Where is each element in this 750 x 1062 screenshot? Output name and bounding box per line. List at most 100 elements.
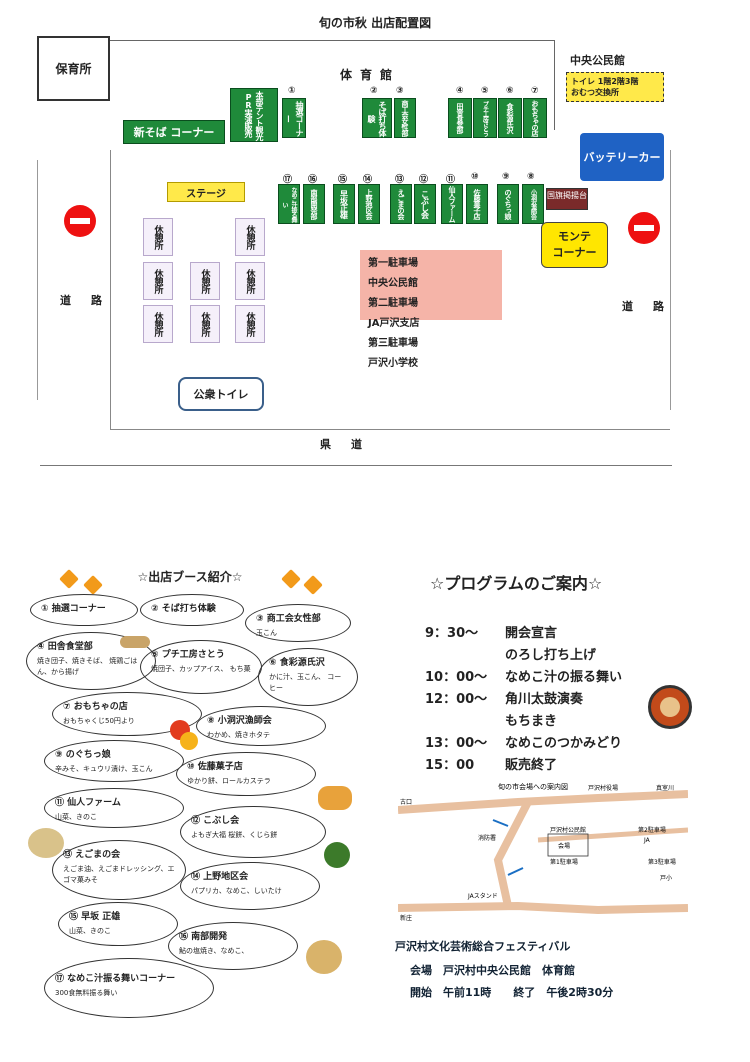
svg-text:真室川: 真室川 — [656, 784, 674, 792]
rest-area: 休憩所 — [143, 218, 173, 256]
guide-venue-box — [547, 833, 589, 857]
booth-bubble: ③ 商工会女性部玉こん — [245, 604, 351, 642]
parking-row: 第二駐車場JA戸沢支店 — [368, 298, 420, 329]
booth-number: ③ — [396, 86, 404, 96]
community-center-label: 中央公民館 — [570, 54, 625, 67]
guide-road — [398, 901, 688, 915]
broccoli-icon — [324, 842, 350, 868]
booth-bubble: ⑫ こぶし会よもぎ大福 桜餅、くじら餅 — [180, 806, 326, 858]
flag-pole-box: 国旗掲揚台 — [546, 188, 588, 210]
program-row: 12：00～角川太鼓演奏 — [425, 692, 584, 707]
booth-8: 小洞沢漁師会 — [522, 184, 544, 224]
booth-bubble: ⑮ 早坂 正雄山菜、きのこ — [58, 902, 178, 946]
svg-text:第2駐車場: 第2駐車場 — [638, 826, 666, 834]
booth-3: 商工会女性部 — [394, 98, 416, 138]
booth-intro-title: ☆出店ブース紹介☆ — [137, 570, 243, 584]
booth-16: 南部開発部 — [303, 184, 325, 224]
svg-text:戸沢村公民館: 戸沢村公民館 — [550, 826, 586, 834]
map-title: 旬の市秋 出店配置図 — [318, 16, 432, 30]
rest-area: 休憩所 — [143, 305, 173, 343]
booth-bubble: ⑪ 仙人ファーム山菜、きのこ — [44, 788, 184, 828]
program-row: 13：00～なめこのつかみどり — [425, 736, 623, 751]
gym-outline — [110, 40, 555, 130]
time-line: 開始 午前11時 終了 午後2時30分 — [410, 986, 614, 999]
booth-bubble: ① 抽選コーナー — [30, 594, 138, 626]
booth-number: ⑨ — [502, 172, 510, 182]
dango-icon — [120, 636, 150, 648]
road-line-left — [37, 160, 38, 400]
booth-bubble: ⑩ 佐藤菓子店ゆかり餅、ロールカステラ — [176, 752, 316, 796]
booth-7: おもちゃの店 — [523, 98, 547, 138]
svg-text:第1駐車場: 第1駐車場 — [550, 858, 578, 866]
svg-text:JAスタンド: JAスタンド — [467, 892, 498, 900]
toilet-line-1: トイレ 1階2階3階 — [571, 77, 639, 86]
booth-number: ⑥ — [506, 86, 514, 96]
paprika-icon — [180, 732, 198, 750]
booth-number: ⑦ — [531, 86, 539, 96]
booth-bubble: ⑨ のぐちっ娘辛みそ、キュウリ漬け、玉こん — [44, 740, 184, 782]
festival-name: 戸沢村文化芸術総合フェスティバル — [395, 940, 571, 953]
no-entry-sign-icon — [64, 205, 96, 237]
booth-9: のぐちっ娘 — [497, 184, 519, 224]
soba-corner: 新そば コーナー — [123, 120, 225, 144]
program-row: のろし打ち上げ — [505, 648, 597, 663]
booth-bubble: ⑥ 食彩源氏沢かに汁、玉こん、 コーヒー — [258, 648, 358, 706]
booth-number: ⑧ — [527, 172, 535, 182]
booth-1: 抽選コーナー — [282, 98, 306, 138]
booth-number: ⑤ — [481, 86, 489, 96]
rest-area: 休憩所 — [235, 262, 265, 300]
toilet-info-box: トイレ 1階2階3階 おむつ交換所 — [566, 72, 664, 102]
guide-map: 旬の市会場への案内図 戸沢村公民館 会場 第1駐車場 第2駐車場 第3駐車場 J… — [398, 780, 688, 925]
no-entry-sign-icon — [628, 212, 660, 244]
rest-area: 休憩所 — [143, 262, 173, 300]
public-toilet: 公衆トイレ — [178, 377, 264, 411]
prefectural-road-label: 県道 — [320, 438, 382, 451]
booth-number: ② — [370, 86, 378, 96]
booth-14: 上野地区会 — [358, 184, 380, 224]
booth-bubble: ⑦ おもちゃの店おもちゃくじ50円より — [52, 692, 202, 736]
mushroom-cluster-icon — [28, 828, 64, 858]
gym-label: 体育館 — [340, 68, 401, 82]
booth-17: なめこ汁振る舞い — [278, 184, 300, 224]
guide-road — [493, 800, 532, 907]
svg-text:新庄: 新庄 — [400, 914, 412, 922]
battery-car-box: バッテリーカー — [580, 133, 664, 181]
booth-5: プチ工房さとう — [473, 98, 497, 138]
program-row: 9：30～開会宣言 — [425, 626, 558, 641]
booth-number: ⑯ — [308, 175, 318, 185]
prefectural-road-line — [40, 465, 672, 466]
booth-4: 田舎食堂部 — [448, 98, 472, 138]
stage-box: ステージ — [167, 182, 245, 202]
headquarters-tent: 本部テント観光PR実演販売 — [230, 88, 278, 142]
nursery-school-box: 保育所 — [37, 36, 110, 101]
arrow-icon — [507, 867, 524, 876]
program-row: 10：00～なめこ汁の振る舞い — [425, 670, 623, 685]
svg-text:消防署: 消防署 — [478, 834, 496, 842]
booth-bubble: ⑭ 上野地区会パプリカ、なめこ、しいたけ — [180, 862, 320, 910]
guide-road — [398, 790, 688, 814]
monte-corner: モンテ コーナー — [541, 222, 608, 268]
mushroom-cluster-icon — [306, 940, 342, 974]
svg-text:会場: 会場 — [558, 842, 570, 850]
booth-bubble: ⑧ 小洞沢漁師会わかめ、焼きホタテ — [196, 706, 326, 746]
road-label-left: 道路 — [60, 294, 122, 307]
booth-bubble: ⑬ えごまの会えごま油、えごまドレッシング、エゴマ菓みそ — [52, 840, 186, 900]
guide-map-title: 旬の市会場への案内図 — [498, 782, 568, 791]
program-row: もちまき — [505, 714, 558, 729]
booth-number: ⑪ — [446, 175, 456, 185]
svg-text:JA: JA — [643, 837, 651, 844]
booth-number: ⑭ — [363, 175, 373, 185]
booth-number: ⑰ — [283, 175, 293, 185]
booth-12: こぶし会 — [414, 184, 436, 224]
booth-number: ⑩ — [471, 172, 479, 182]
rest-area: 休憩所 — [190, 262, 220, 300]
parking-list: 第一駐車場中央公民館 第二駐車場JA戸沢支店 第三駐車場戸沢小学校 — [360, 250, 502, 369]
guide-road — [537, 827, 688, 843]
svg-text:第3駐車場: 第3駐車場 — [648, 858, 676, 866]
svg-text:古口: 古口 — [400, 798, 412, 806]
venue-line: 会場 戸沢村中央公民館 体育館 — [410, 964, 575, 977]
venue-outline — [110, 150, 670, 430]
booth-11: 仙人ファーム — [441, 184, 463, 224]
